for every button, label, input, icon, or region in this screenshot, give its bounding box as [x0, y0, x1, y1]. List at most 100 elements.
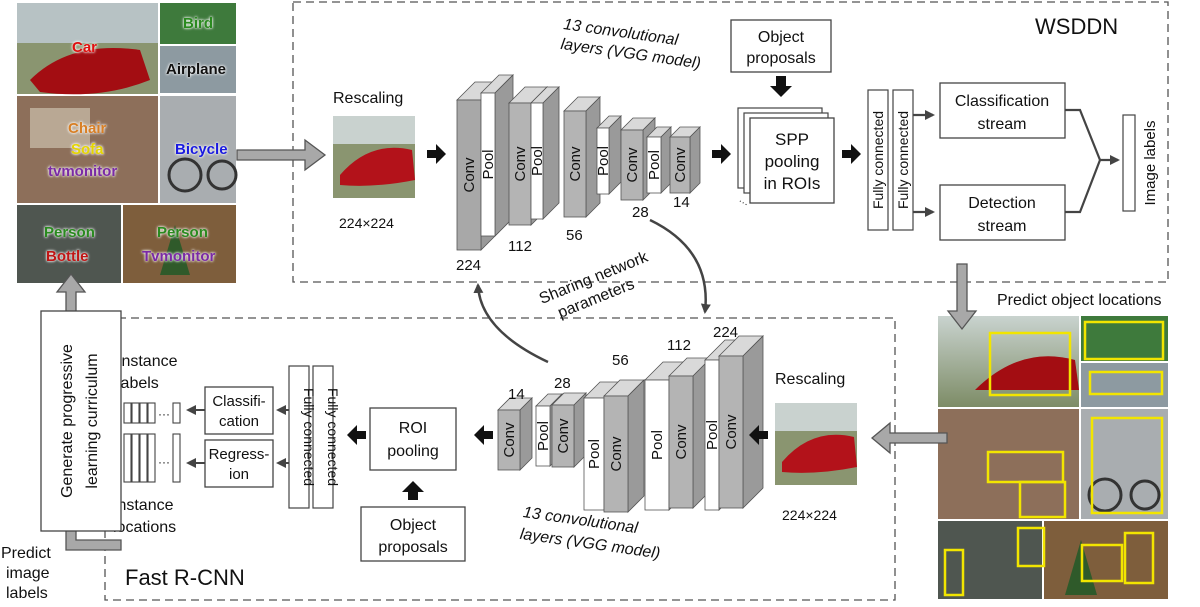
image-labels-bar [1122, 114, 1136, 212]
frcnn-fc-2-label: Fully connected [325, 388, 341, 486]
classification-stream-box [939, 82, 1066, 139]
wsddn-pool-2: Pool [529, 86, 560, 220]
frcnn-conv-2-label: Conv [673, 424, 690, 460]
sharing-parameter-arrows [473, 218, 711, 364]
wsddn-object-proposals-line1: Object [758, 29, 805, 46]
instance-labels-line2: labels [117, 375, 159, 392]
frcnn-object-proposals-line1: Object [390, 517, 437, 534]
instance-labels-bars [123, 402, 181, 424]
predict-image-labels-line2: image [6, 565, 50, 582]
wsddn-size-224: 224 [456, 257, 481, 274]
classification-stream-line2: stream [978, 116, 1027, 133]
frcnn-conv-caption-2: layers (VGG model) [519, 526, 661, 563]
tag-tvmonitor-2: Tvmonitor [142, 248, 216, 265]
tag-person-2: Person [157, 224, 208, 241]
wsddn-size-28: 28 [632, 204, 649, 221]
wsddn-fc-2-label: Fully connected [895, 111, 911, 209]
instance-locations-line1: Instance [113, 497, 174, 514]
tag-bird: Bird [183, 15, 213, 32]
wsddn-pool-3: Pool [595, 115, 622, 195]
instance-locations-line2: locations [113, 519, 176, 536]
wsddn-frame [292, 1, 1169, 283]
image-labels-text: Image labels [1142, 120, 1159, 205]
training-images-mosaic [17, 3, 238, 283]
wsddn-pool-1: Pool [480, 74, 514, 237]
frcnn-size-28: 28 [554, 375, 571, 392]
frcnn-pool-3-label: Pool [586, 439, 603, 469]
frcnn-conv-3: Conv [603, 379, 645, 513]
prediction-images-mosaic [938, 316, 1168, 599]
fast-rcnn-input-image [775, 403, 857, 485]
wsddn-fc-1-label: Fully connected [870, 111, 886, 209]
wsddn-conv-3: Conv [563, 96, 601, 218]
frcnn-pool-2-label: Pool [649, 430, 666, 460]
regression-line1: Regress- [209, 446, 270, 463]
wsddn-connectors [913, 108, 1120, 217]
spp-line2: pooling [765, 152, 820, 171]
tag-chair: Chair [68, 120, 107, 137]
frcnn-rescaling-label: Rescaling [775, 371, 845, 388]
frcnn-conv-3-label: Conv [608, 436, 625, 472]
wsddn-fc-2 [892, 89, 914, 231]
predict-object-locations-label: Predict object locations [997, 292, 1162, 309]
instance-locations-bars [123, 433, 181, 483]
wsddn-conv-2-label: Conv [512, 146, 529, 182]
wsddn-input-image [333, 116, 415, 198]
wsddn-title: WSDDN [1035, 14, 1118, 39]
roi-pooling-line2: pooling [387, 443, 439, 460]
tag-tvmonitor: tvmonitor [48, 163, 118, 180]
frcnn-fc-1 [288, 365, 310, 509]
tag-bottle: Bottle [46, 248, 89, 265]
wsddn-rescaling-label: Rescaling [333, 90, 403, 107]
wsddn-input-size: 224×224 [339, 215, 394, 231]
wsddn-pool-4: Pool [646, 126, 672, 194]
frcnn-object-proposals-box [360, 506, 466, 562]
tag-bicycle: Bicycle [175, 141, 228, 158]
frcnn-conv-5-label: Conv [501, 422, 518, 458]
spp-dots: ··· [736, 196, 750, 211]
instance-labels-line1: Instance [117, 353, 178, 370]
detection-stream-line2: stream [978, 218, 1027, 235]
tag-airplane: Airplane [166, 61, 227, 78]
classification-stream-line1: Classification [955, 93, 1049, 110]
frcnn-object-proposals-line2: proposals [378, 539, 447, 556]
detection-stream-box [939, 184, 1066, 241]
wsddn-conv-5-label: Conv [672, 147, 689, 183]
classification-line2: cation [219, 413, 259, 430]
frcnn-pool-1-label: Pool [704, 420, 721, 450]
frcnn-size-112: 112 [667, 337, 691, 354]
wsddn-object-proposals-box [730, 19, 832, 73]
wsddn-conv-1-label: Conv [461, 157, 478, 193]
wsddn-size-14: 14 [673, 194, 690, 211]
frcnn-pool-4-label: Pool [535, 421, 552, 451]
tag-car: Car [72, 39, 98, 56]
predict-image-labels-line1: Predict [1, 545, 51, 562]
detection-stream-line1: Detection [968, 195, 1036, 212]
wsddn-size-56: 56 [566, 227, 583, 244]
spp-line1: SPP [775, 130, 809, 149]
wsddn-conv-4-label: Conv [624, 147, 641, 183]
roi-pooling-line1: ROI [399, 420, 427, 437]
curriculum-box [40, 310, 122, 532]
instance-labels-dots: ··· [158, 407, 170, 421]
wsddn-pool-3-label: Pool [595, 146, 612, 176]
tag-person-1: Person [44, 224, 95, 241]
wsddn-fc-1 [867, 89, 889, 231]
frcnn-conv-4-label: Conv [555, 418, 572, 454]
frcnn-fc-1-label: Fully connected [301, 388, 317, 486]
frcnn-size-56: 56 [612, 352, 629, 369]
classification-box [204, 386, 274, 435]
frcnn-conv-5: Conv [497, 397, 533, 471]
frcnn-input-size: 224×224 [782, 507, 837, 523]
frcnn-connectors [186, 405, 289, 468]
spp-stack [737, 107, 835, 204]
spp-line3: in ROIs [764, 174, 821, 193]
frcnn-conv-1: Conv [718, 335, 764, 509]
frcnn-conv-4: Conv [551, 392, 587, 468]
curriculum-line1: Generate progressive [59, 344, 76, 498]
frcnn-fc-2 [312, 365, 334, 509]
wsddn-object-proposals-line2: proposals [746, 50, 815, 67]
wsddn-size-112: 112 [508, 238, 532, 255]
